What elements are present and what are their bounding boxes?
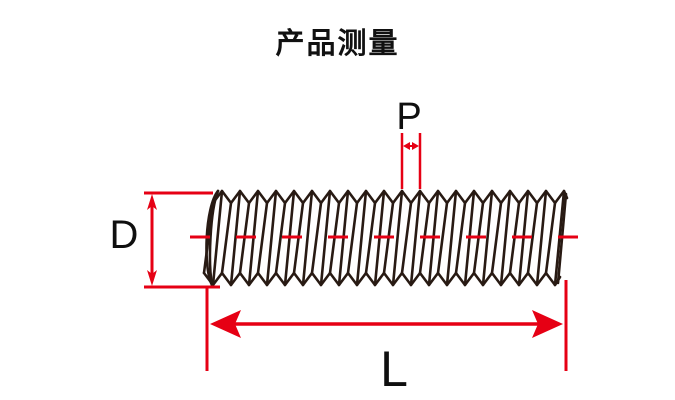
thread-flank-line <box>364 201 377 275</box>
l-arrowhead-left <box>210 310 241 338</box>
pitch-label: P <box>396 96 421 138</box>
thread-flank-line <box>301 189 314 287</box>
p-arrowhead-right <box>412 142 419 150</box>
thread-flank-line <box>265 189 278 287</box>
thread-flank-line <box>274 201 287 275</box>
d-arrowhead-up <box>147 194 157 210</box>
dimension-lines <box>144 133 592 371</box>
thread-flank-line <box>499 189 512 287</box>
thread-flank-line <box>445 189 458 287</box>
diameter-label: D <box>110 213 139 257</box>
thread-flank-line <box>391 189 404 287</box>
d-arrowhead-down <box>147 270 157 286</box>
l-arrowhead-right <box>532 310 563 338</box>
thread-flank-line <box>481 189 494 287</box>
thread-flank-line <box>220 201 233 275</box>
thread-flank-line <box>526 201 539 275</box>
thread-flank-line <box>256 201 269 275</box>
thread-flank-line <box>454 201 467 275</box>
length-label: L <box>380 341 408 397</box>
thread-flank-line <box>355 189 368 287</box>
thread-flank-line <box>409 189 422 287</box>
thread-flank-line <box>310 201 323 275</box>
thread-left-end-curve <box>208 189 220 287</box>
thread-top-crest-outline <box>211 189 569 205</box>
thread-flank-line <box>490 201 503 275</box>
thread-flank-line <box>400 201 413 275</box>
page-title: 产品测量 <box>275 28 400 60</box>
p-arrowhead-left <box>403 142 410 150</box>
thread-flank-line <box>229 189 242 287</box>
thread-flank-line <box>436 201 449 275</box>
thread-flank-line <box>346 201 359 275</box>
thread-flank-line <box>544 201 557 275</box>
thread-bottom-crest-outline <box>202 271 562 287</box>
thread-flank-line <box>535 189 548 287</box>
thread-flank-line <box>211 189 224 287</box>
thread-flank-line <box>319 189 332 287</box>
